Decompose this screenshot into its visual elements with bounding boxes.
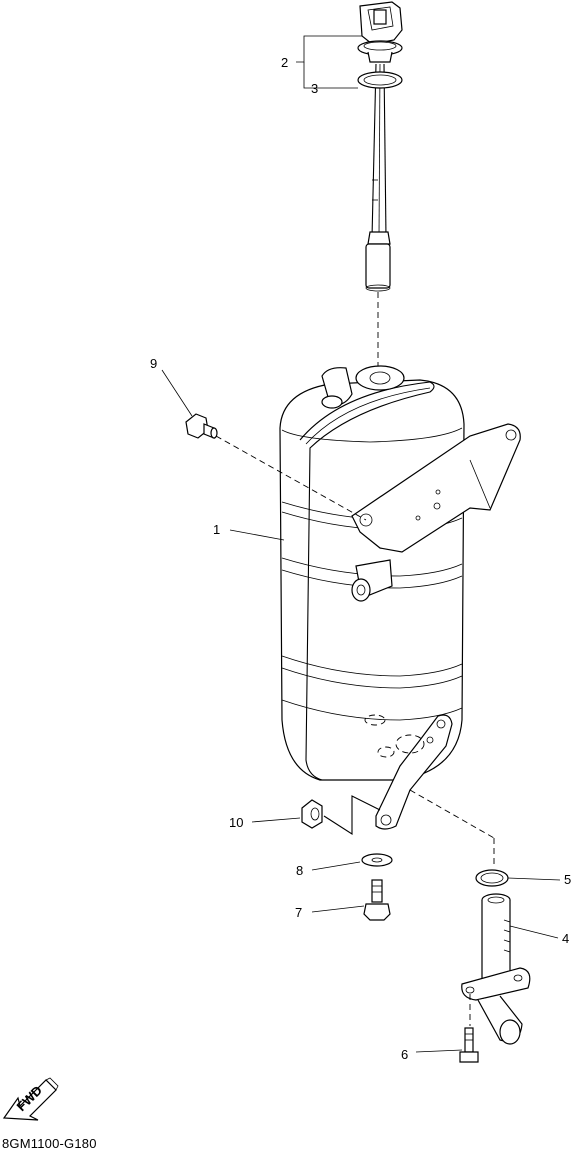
callout-8: 8 [296,863,303,878]
washer-8 [361,853,393,867]
callout-10: 10 [229,815,243,830]
callout-7: 7 [295,905,302,920]
callout-3: 3 [311,81,318,96]
screw-6 [459,1027,479,1063]
callout-5: 5 [564,872,571,887]
leader-lines [161,35,561,1053]
o-ring-5 [409,789,509,887]
callout-1: 1 [213,522,220,537]
callout-4: 4 [562,931,569,946]
callout-2: 2 [281,55,288,70]
callout-6: 6 [401,1047,408,1062]
pipe-fitting-4 [461,893,531,1045]
callout-9: 9 [150,356,157,371]
diagram-code: 8GM1100-G180 [2,1136,97,1151]
sender-unit [357,1,403,370]
canister-tank [279,365,521,830]
fwd-arrow-icon: FWD [2,1077,59,1121]
bolt-9 [185,413,367,521]
o-ring-3 [357,71,403,89]
nut-10 [301,795,381,836]
bolt-7 [363,879,391,921]
callouts: 1 2 3 4 5 6 7 8 9 10 [150,55,571,1062]
